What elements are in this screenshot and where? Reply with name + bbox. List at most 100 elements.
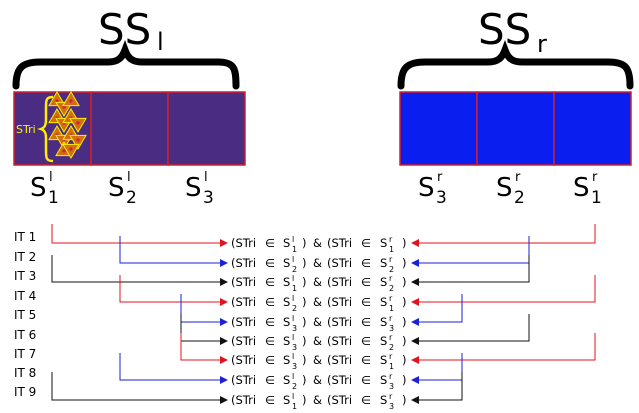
expr-right-sub: 2 bbox=[389, 343, 394, 352]
expr-close-right: ) bbox=[402, 353, 407, 367]
expr-left-sub: 3 bbox=[292, 362, 297, 371]
expr-close-right: ) bbox=[402, 334, 407, 348]
subset-sub: 2 bbox=[514, 188, 525, 208]
expr-open-left: (STri bbox=[231, 256, 256, 270]
expr-open-right: (STri bbox=[327, 236, 352, 250]
expr-right-sup: r bbox=[389, 352, 393, 361]
expr-set-left: S bbox=[283, 393, 290, 407]
expr-right-sub: 3 bbox=[389, 402, 394, 411]
subset-sub: 3 bbox=[203, 188, 214, 208]
expr-element-of-right: ∈ bbox=[361, 256, 371, 270]
expr-right-sub: 2 bbox=[389, 265, 394, 274]
expr-element-of-left: ∈ bbox=[265, 275, 275, 289]
expr-open-left: (STri bbox=[231, 295, 256, 309]
expr-element-of-right: ∈ bbox=[361, 373, 371, 387]
expr-right-sub: 1 bbox=[389, 362, 394, 371]
expr-element-of-left: ∈ bbox=[265, 353, 275, 367]
expr-left-sub: 1 bbox=[292, 402, 297, 411]
right-connector-4 bbox=[411, 275, 596, 306]
expr-open-left: (STri bbox=[231, 373, 256, 387]
right-connector-7 bbox=[411, 333, 596, 364]
left-connector-3 bbox=[51, 255, 228, 286]
expr-left-sup: l bbox=[292, 255, 294, 264]
subset-sup: r bbox=[592, 170, 598, 185]
expr-set-right: S bbox=[380, 236, 387, 250]
stri-label: STri bbox=[16, 123, 36, 136]
expr-right-sub: 3 bbox=[389, 324, 394, 333]
iteration-label-2: IT 2 bbox=[14, 250, 36, 264]
expr-close-left: ) bbox=[302, 295, 307, 309]
expr-and: & bbox=[313, 393, 322, 407]
iteration-label-6: IT 6 bbox=[14, 328, 36, 342]
expr-close-left: ) bbox=[302, 353, 307, 367]
expr-element-of-right: ∈ bbox=[361, 334, 371, 348]
expr-left-sup: l bbox=[292, 372, 294, 381]
expr-set-right: S bbox=[380, 295, 387, 309]
expr-set-right: S bbox=[380, 373, 387, 387]
right-curly-brace bbox=[397, 40, 634, 90]
left-connector-6 bbox=[180, 314, 228, 345]
expr-close-left: ) bbox=[302, 256, 307, 270]
subset-sup: r bbox=[515, 170, 521, 185]
expr-element-of-right: ∈ bbox=[361, 275, 371, 289]
expr-and: & bbox=[313, 353, 322, 367]
triangle-dot-1 bbox=[55, 99, 59, 103]
expr-open-right: (STri bbox=[327, 393, 352, 407]
right-box-3 bbox=[553, 91, 632, 166]
right-box-2 bbox=[476, 91, 555, 166]
triangle-7 bbox=[69, 117, 87, 133]
left-connector-8 bbox=[119, 353, 228, 384]
expr-open-left: (STri bbox=[231, 393, 256, 407]
expr-set-right: S bbox=[380, 315, 387, 329]
expr-element-of-left: ∈ bbox=[265, 256, 275, 270]
expr-left-sub: 3 bbox=[292, 343, 297, 352]
subset-base: S bbox=[185, 173, 202, 203]
subset-sub: 3 bbox=[436, 188, 447, 208]
expr-element-of-right: ∈ bbox=[361, 236, 371, 250]
left-box-3 bbox=[167, 91, 246, 166]
expr-close-right: ) bbox=[402, 275, 407, 289]
expr-open-right: (STri bbox=[327, 275, 352, 289]
expr-open-right: (STri bbox=[327, 315, 352, 329]
expr-left-sub: 2 bbox=[292, 265, 297, 274]
right-connector-3 bbox=[411, 255, 530, 286]
left-curly-brace bbox=[12, 40, 240, 90]
left-box-2 bbox=[90, 91, 169, 166]
expr-element-of-left: ∈ bbox=[265, 315, 275, 329]
expr-set-right: S bbox=[380, 353, 387, 367]
expr-open-right: (STri bbox=[327, 334, 352, 348]
expr-left-sup: l bbox=[292, 274, 294, 283]
expr-and: & bbox=[313, 256, 322, 270]
expr-close-left: ) bbox=[302, 315, 307, 329]
expr-set-left: S bbox=[283, 315, 290, 329]
right-connector-1 bbox=[411, 224, 596, 247]
expr-close-left: ) bbox=[302, 373, 307, 387]
expr-right-sup: r bbox=[389, 274, 393, 283]
expr-and: & bbox=[313, 373, 322, 387]
iteration-label-9: IT 9 bbox=[14, 385, 36, 399]
expr-left-sup: l bbox=[292, 392, 294, 401]
expr-open-right: (STri bbox=[327, 353, 352, 367]
left-connector-9 bbox=[51, 372, 228, 404]
expr-right-sup: r bbox=[389, 372, 393, 381]
expr-close-right: ) bbox=[402, 295, 407, 309]
expr-open-left: (STri bbox=[231, 315, 256, 329]
expr-left-sub: 2 bbox=[292, 304, 297, 313]
expr-open-right: (STri bbox=[327, 295, 352, 309]
expr-open-left: (STri bbox=[231, 334, 256, 348]
right-connector-9 bbox=[411, 372, 463, 404]
expr-right-sub: 3 bbox=[389, 382, 394, 391]
expr-left-sup: l bbox=[292, 235, 294, 244]
right-group-title: SS r bbox=[478, 5, 547, 58]
expr-element-of-right: ∈ bbox=[361, 393, 371, 407]
subset-base: S bbox=[418, 173, 435, 203]
expr-element-of-left: ∈ bbox=[265, 373, 275, 387]
triangle-dot-7 bbox=[76, 121, 80, 125]
